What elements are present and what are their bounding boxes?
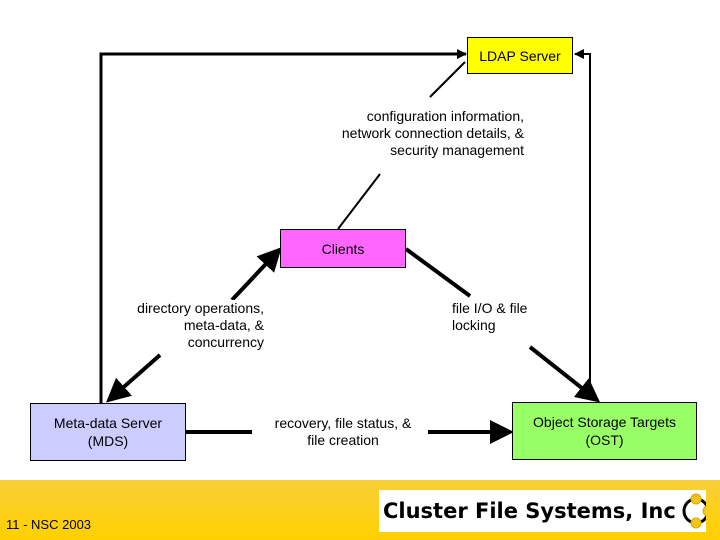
ldap-server-node[interactable]: LDAP Server — [467, 37, 573, 74]
recovery-edge-label: recovery, file status, & file creation — [258, 415, 428, 449]
clients-node[interactable]: Clients — [280, 229, 406, 268]
mds-to-ldap-line — [99, 49, 467, 405]
ost-node[interactable]: Object Storage Targets (OST) — [512, 402, 697, 460]
ost-to-ldap-line — [574, 49, 591, 400]
fileio-label-line: file I/O & file — [452, 300, 528, 316]
directory-label-line: concurrency — [187, 334, 264, 350]
company-logo: Cluster File Systems, Inc — [379, 490, 706, 532]
mds-label-line1: Meta-data Server — [53, 415, 163, 431]
clients-to-ost-line-upper — [404, 247, 472, 298]
directory-label-line: directory operations, — [137, 300, 264, 316]
slide-number: 11 - NSC 2003 — [6, 517, 92, 532]
config-label-line: network connection details, & — [341, 125, 524, 141]
logo-text: Cluster File Systems, Inc — [383, 499, 676, 523]
ost-label-line2: (OST) — [585, 432, 624, 448]
mds-label-line2: (MDS) — [87, 433, 129, 449]
clients-to-mds-line — [106, 353, 162, 403]
clients-to-ost-line-lower — [528, 345, 601, 403]
recovery-label-line: recovery, file status, & — [274, 415, 412, 431]
ost-label-line1: Object Storage Targets — [533, 414, 676, 430]
clients-to-ldap-line-lower — [337, 173, 381, 230]
directory-label-line: meta-data, & — [183, 317, 264, 333]
config-label-line: configuration information, — [366, 108, 524, 124]
ldap-server-label: LDAP Server — [479, 47, 561, 64]
fileio-edge-label: file I/O & file locking — [452, 300, 552, 334]
directory-edge-label: directory operations, meta-data, & concu… — [112, 300, 264, 351]
mds-to-clients-line — [230, 247, 282, 302]
logo-circle-icon — [682, 493, 706, 529]
clients-label: Clients — [321, 240, 365, 257]
clients-to-ldap-line-upper — [429, 61, 466, 98]
fileio-label-line: locking — [452, 317, 496, 333]
recovery-label-line: file creation — [307, 432, 379, 448]
mds-node[interactable]: Meta-data Server (MDS) — [30, 403, 186, 461]
config-edge-label: configuration information, network conne… — [314, 108, 524, 159]
config-label-line: security management — [390, 142, 524, 158]
